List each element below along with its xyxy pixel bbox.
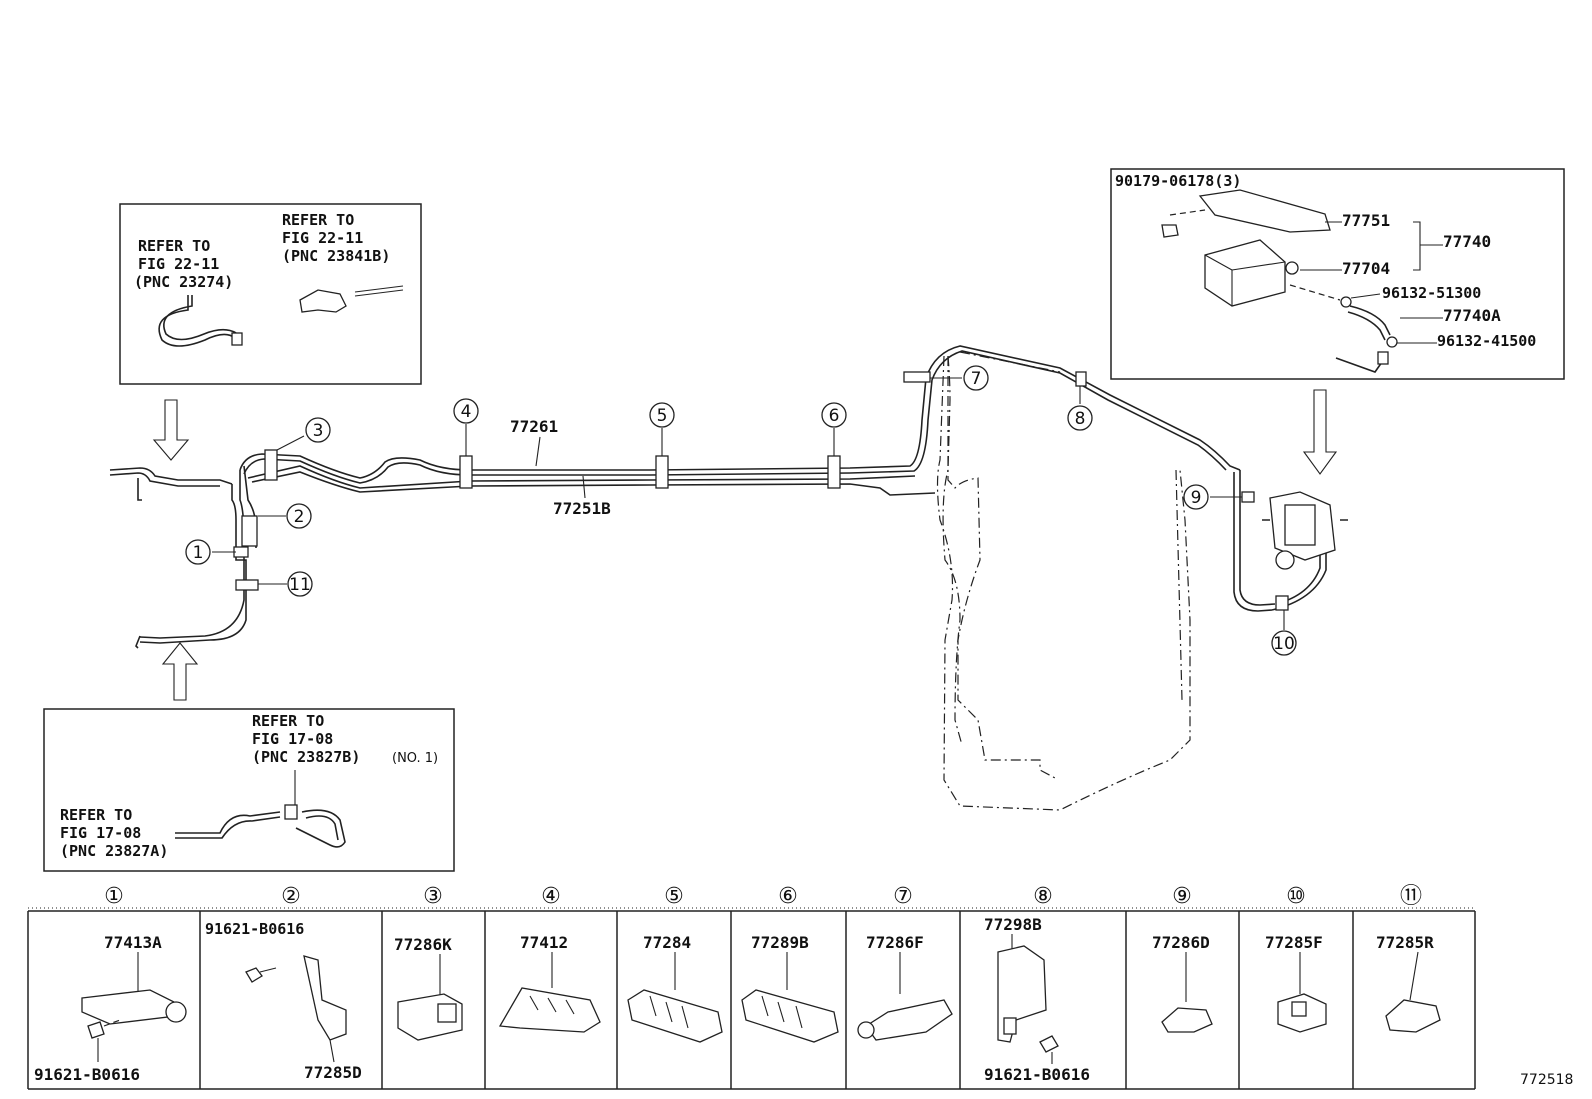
- part-91621-b0616-b: 91621-B0616: [205, 920, 304, 938]
- inset-tl-ref2-line3: (PNC 23841B): [282, 247, 390, 265]
- inset-tl-ref2-line1: REFER TO: [282, 211, 354, 229]
- arrow-down-icon: [152, 399, 190, 461]
- part-77286k: 77286K: [394, 935, 452, 954]
- canister-bracket-label: 77751: [1342, 211, 1390, 230]
- inset-bl-ref1-line2: FIG 17-08: [252, 730, 333, 748]
- inset-tl-ref1-line1: REFER TO: [138, 237, 210, 255]
- table-circle-5: ⑤: [664, 884, 684, 909]
- table-circle-11: ⑪: [1400, 884, 1422, 909]
- inset-tl-ref1-line2: FIG 22-11: [138, 255, 219, 273]
- inset-bl-ref2-line3: (PNC 23827A): [60, 842, 168, 860]
- diagram-callouts: 1 2 3 4 5 6 7 8 9 10 11: [185, 365, 1297, 656]
- part-91621-b0616-c: 91621-B0616: [984, 1065, 1090, 1084]
- tube-lower-label: 77251B: [553, 499, 611, 518]
- arrow-down-canister-icon: [1302, 389, 1338, 475]
- callout-2: 2: [294, 507, 305, 527]
- inset-bl-ref1-line1: REFER TO: [252, 712, 324, 730]
- inset-bl-ref1-note: (NO. 1): [392, 751, 438, 766]
- inset-bl-ref1-line3: (PNC 23827B): [252, 748, 360, 766]
- table-circle-4: ④: [541, 884, 561, 909]
- callout-1: 1: [193, 543, 204, 563]
- part-77286f: 77286F: [866, 933, 924, 952]
- callout-9: 9: [1191, 488, 1202, 508]
- table-circle-7: ⑦: [893, 884, 913, 909]
- inset-bl-ref2-line2: FIG 17-08: [60, 824, 141, 842]
- part-77413a: 77413A: [104, 933, 162, 952]
- table-circle-2: ②: [281, 884, 301, 909]
- canister-assembly-label: 77740: [1443, 232, 1491, 251]
- inset-tl-ref2-line2: FIG 22-11: [282, 229, 363, 247]
- table-circle-10: ⑩: [1286, 884, 1306, 909]
- part-77285f: 77285F: [1265, 933, 1323, 952]
- canister-label: 77704: [1342, 259, 1390, 278]
- inset-bl-ref2-line1: REFER TO: [60, 806, 132, 824]
- canister-bolt-label: 90179-06178(3): [1115, 172, 1241, 190]
- canister-hose-label: 77740A: [1443, 306, 1501, 325]
- callout-8: 8: [1075, 409, 1086, 429]
- table-circle-8: ⑧: [1033, 884, 1053, 909]
- table-circle-3: ③: [423, 884, 443, 909]
- callout-7: 7: [971, 369, 982, 389]
- part-77286d: 77286D: [1152, 933, 1210, 952]
- inset-tl-ref1-line3: (PNC 23274): [134, 273, 233, 291]
- part-77298b: 77298B: [984, 915, 1042, 934]
- fuel-tank-outline: [936, 351, 1191, 811]
- part-77285d: 77285D: [304, 1063, 362, 1082]
- callout-10: 10: [1273, 634, 1295, 654]
- arrow-up-icon: [161, 642, 199, 701]
- canister-clip1-label: 96132-51300: [1382, 284, 1481, 302]
- fuel-tubing: [109, 345, 1348, 649]
- inset-bottom-left: REFER TO FIG 17-08 (PNC 23827B) (NO. 1) …: [43, 708, 455, 872]
- callout-5: 5: [657, 406, 668, 426]
- callout-6: 6: [829, 406, 840, 426]
- table-circle-9: ⑨: [1172, 884, 1192, 909]
- part-77285r: 77285R: [1376, 933, 1434, 952]
- callout-3: 3: [313, 421, 324, 441]
- part-91621-b0616-a: 91621-B0616: [34, 1065, 140, 1084]
- parts-table: ① ② ③ ④ ⑤ ⑥ ⑦ ⑧ ⑨ ⑩ ⑪ 77413A 91621-B0616…: [27, 884, 1476, 1090]
- table-circle-1: ①: [104, 884, 124, 909]
- clip-23841b: [299, 289, 347, 313]
- callout-11: 11: [289, 575, 311, 595]
- part-77289b: 77289B: [751, 933, 809, 952]
- tube-upper-label: 77261: [510, 417, 558, 436]
- part-77284: 77284: [643, 933, 691, 952]
- tube-clamps: [233, 371, 1289, 611]
- canister-clip2-label: 96132-41500: [1437, 332, 1536, 350]
- part-77412: 77412: [520, 933, 568, 952]
- table-circle-6: ⑥: [778, 884, 798, 909]
- hose-23274: [158, 295, 236, 347]
- inset-top-left: REFER TO FIG 22-11 (PNC 23274) REFER TO …: [119, 203, 422, 385]
- inset-canister: 90179-06178(3) 77751 77740 77704 96132-5…: [1110, 168, 1565, 380]
- callout-4: 4: [461, 402, 472, 422]
- figure-id: 772518: [1520, 1072, 1573, 1088]
